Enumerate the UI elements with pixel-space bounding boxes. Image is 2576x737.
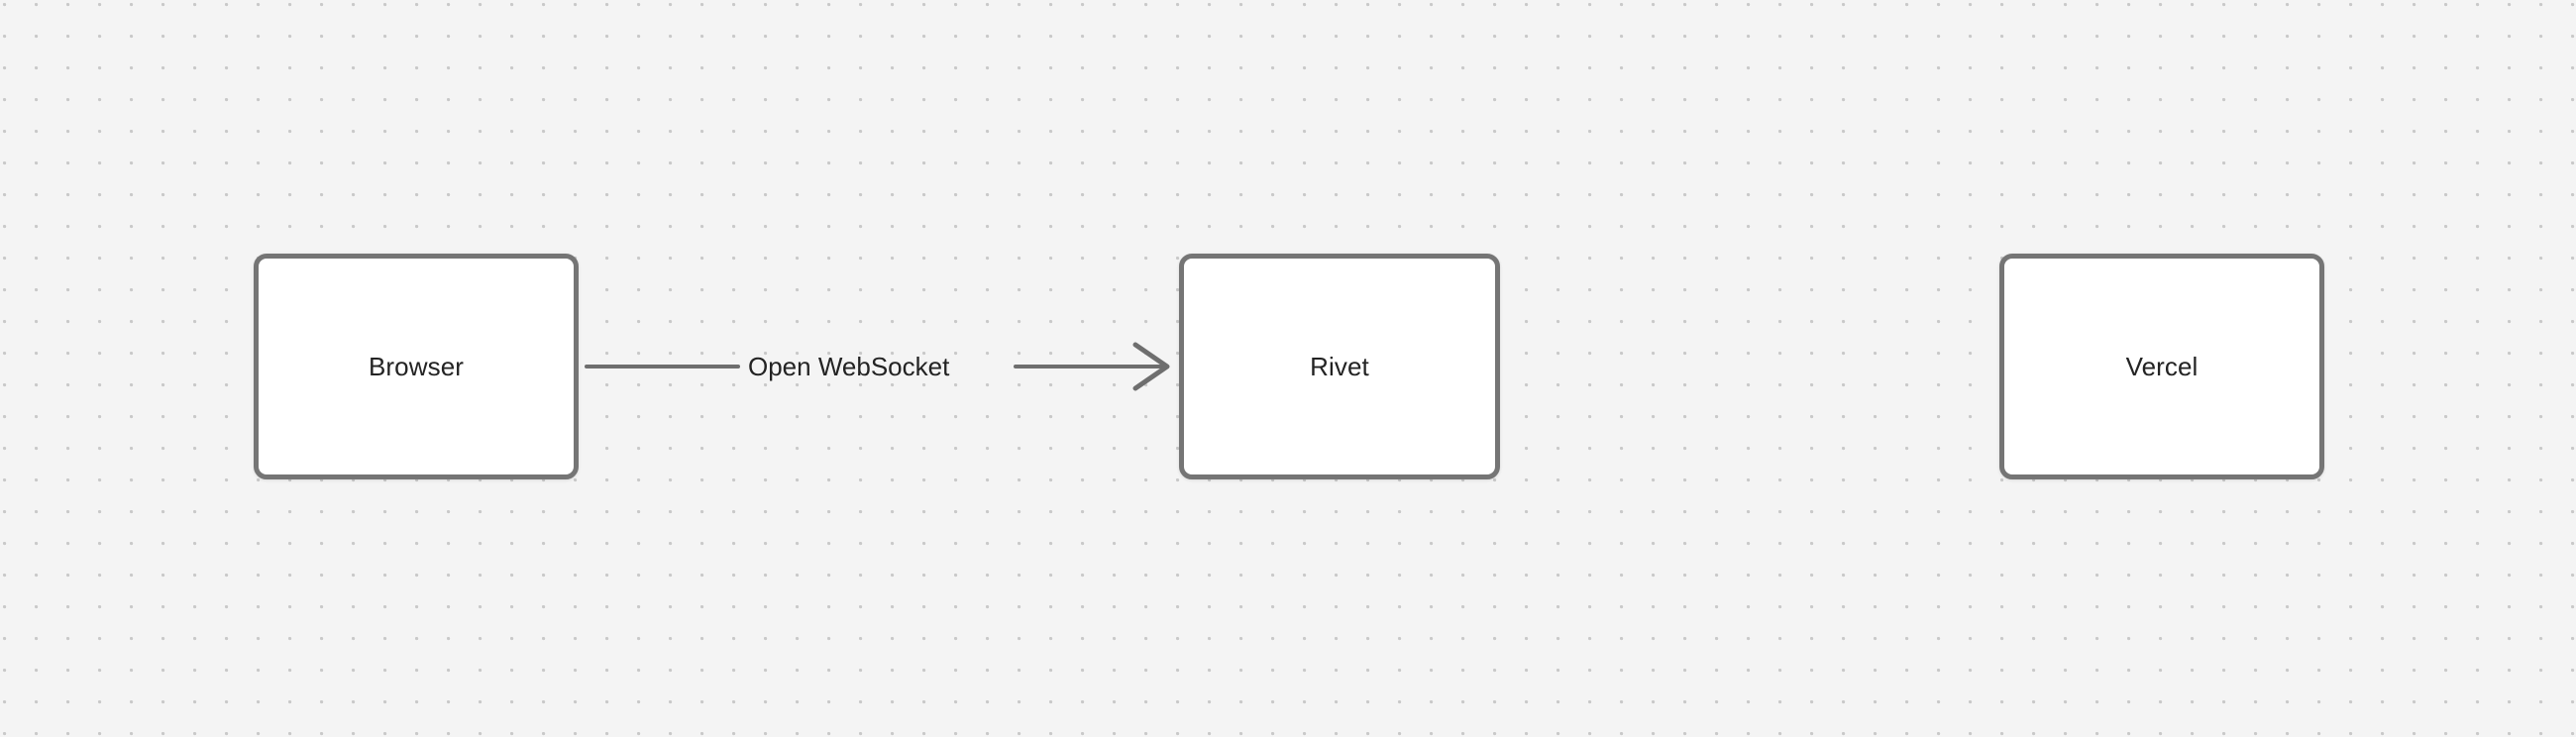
node-rivet[interactable]: Rivet	[1179, 254, 1500, 479]
node-label-rivet: Rivet	[1310, 352, 1369, 381]
edge-label-browser-to-rivet[interactable]: Open WebSocket	[748, 352, 950, 381]
node-browser[interactable]: Browser	[254, 254, 579, 479]
node-label-browser: Browser	[368, 352, 465, 381]
node-label-vercel: Vercel	[2125, 352, 2199, 381]
arrowhead-icon	[1132, 342, 1170, 391]
node-vercel[interactable]: Vercel	[1999, 254, 2324, 479]
